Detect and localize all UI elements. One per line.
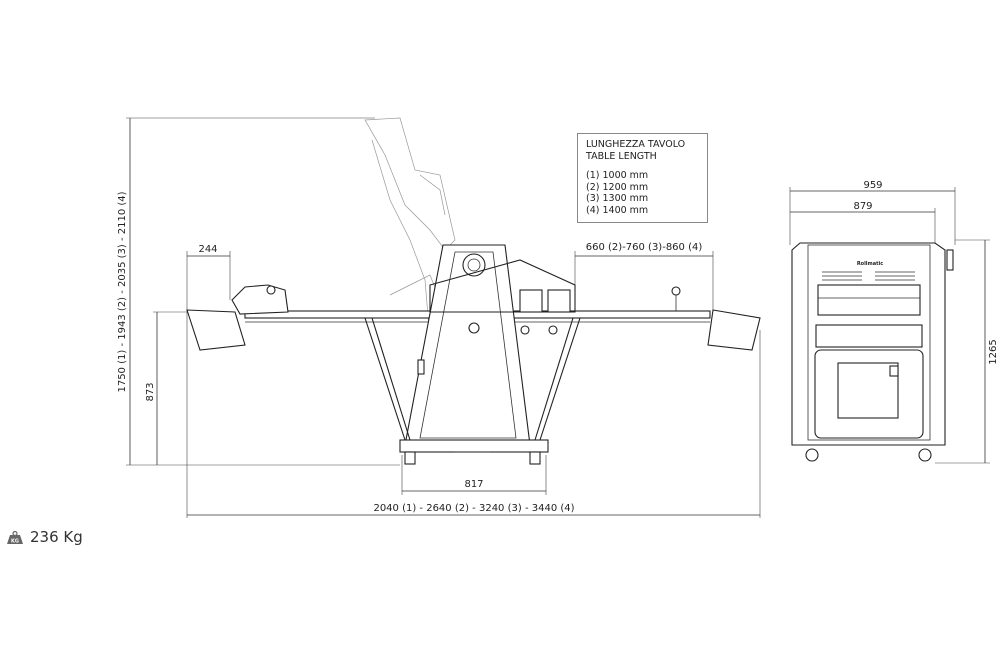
dimension-total-length: 2040 (1) - 2640 (2) - 3240 (3) - 3440 (4… xyxy=(187,330,761,518)
legend-item: (4) 1400 mm xyxy=(586,204,649,216)
dimension-front-overall-width-label: 959 xyxy=(863,180,882,191)
kg-icon-label: KG xyxy=(11,538,19,544)
dimension-table-extension: 660 (2)-760 (3)-860 (4) xyxy=(574,242,714,310)
dimension-front-widths: 959 879 xyxy=(789,180,956,245)
dimension-table-extension-label: 660 (2)-760 (3)-860 (4) xyxy=(586,242,703,253)
svg-text:Rollmatic: Rollmatic xyxy=(857,261,883,267)
dimension-tray-width: 244 xyxy=(186,244,231,518)
dimension-total-length-label: 2040 (1) - 2640 (2) - 3240 (3) - 3440 (4… xyxy=(373,503,574,514)
dimension-front-body-width-label: 879 xyxy=(853,201,872,212)
kg-weight-icon: KG xyxy=(7,530,23,544)
dimension-total-height-label: 1750 (1) - 1943 (2) - 2035 (3) - 2110 (4… xyxy=(117,191,128,392)
legend-item: (3) 1300 mm xyxy=(586,193,649,204)
legend-title-en: TABLE LENGTH xyxy=(586,150,657,162)
dimension-front-height-label: 1265 xyxy=(988,339,999,364)
brand-logo: Rollmatic xyxy=(857,261,883,267)
dimension-base-width-label: 817 xyxy=(464,479,483,490)
dimension-total-height: 1750 (1) - 1943 (2) - 2035 (3) - 2110 (4… xyxy=(117,117,400,466)
dimension-tray-width-label: 244 xyxy=(198,244,217,255)
dimension-table-height-label: 873 xyxy=(145,382,156,401)
weight-value: 236 Kg xyxy=(30,528,83,546)
legend-item: (2) 1200 mm xyxy=(586,181,649,193)
side-view-machine xyxy=(186,117,761,465)
front-view-machine: Rollmatic xyxy=(791,242,954,462)
legend-item: (1) 1000 mm xyxy=(586,170,649,181)
dimension-front-height: 1265 xyxy=(935,239,999,464)
machine-weight: KG 236 Kg xyxy=(6,528,83,546)
table-length-legend: LUNGHEZZA TAVOLO TABLE LENGTH (1) 1000 m… xyxy=(577,133,708,223)
legend-title-it: LUNGHEZZA TAVOLO xyxy=(586,139,686,150)
dimension-base-width: 817 xyxy=(401,455,547,495)
